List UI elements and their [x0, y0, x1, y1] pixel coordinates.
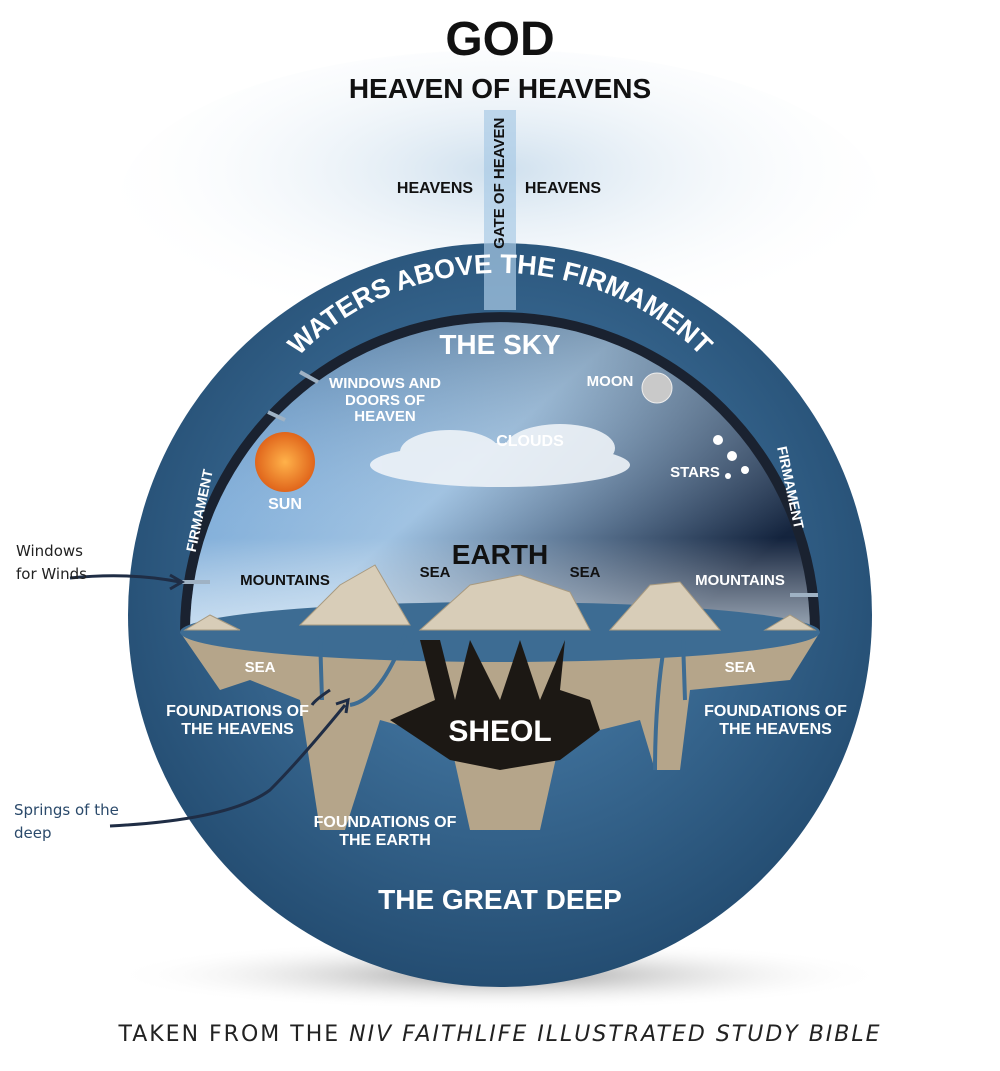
heavens-left-label: HEAVENS [396, 180, 474, 197]
clouds-label: CLOUDS [496, 433, 564, 450]
sun-icon [255, 432, 315, 492]
sky-label: THE SKY [439, 329, 561, 360]
springs-of-deep-annotation: Springs of the deep [14, 801, 119, 842]
windows-for-winds-annotation: Windows for Winds [16, 542, 87, 583]
sea-left-label: SEA [419, 564, 451, 581]
sea-right-label: SEA [569, 564, 601, 581]
mountains [183, 564, 817, 631]
heavens-right-label: HEAVENS [524, 180, 602, 197]
mountains-right-label: MOUNTAINS [695, 572, 785, 589]
windows-doors-label: WINDOWS AND DOORS OF HEAVEN [329, 375, 441, 425]
stars-label: STARS [670, 464, 720, 481]
foundations-earth-label: FOUNDATIONS OF THE EARTH [313, 814, 457, 849]
firmament-windows [182, 370, 818, 597]
clouds-icon [370, 424, 630, 487]
sheol-cavern [390, 640, 600, 770]
foundations-heavens-right-label: FOUNDATIONS OF THE HEAVENS [704, 703, 847, 738]
caption-source: NIV FAITHLIFE ILLUSTRATED STUDY BIBLE [349, 1022, 882, 1047]
sea-outer-right-label: SEA [724, 659, 756, 676]
annotation-arrows [69, 573, 350, 828]
great-deep-label: THE GREAT DEEP [378, 884, 622, 915]
foundations-heavens-left-label: FOUNDATIONS OF THE HEAVENS [166, 703, 309, 738]
gate-of-heaven-label: GATE OF HEAVEN [490, 117, 508, 249]
heaven-of-heavens-label: HEAVEN OF HEAVENS [348, 73, 652, 104]
earth-label: EARTH [451, 539, 549, 570]
sun-label: SUN [268, 496, 302, 513]
god-title: GOD [445, 13, 555, 66]
sheol-label: SHEOL [448, 715, 552, 748]
stars-icon [713, 435, 749, 479]
moon-label: MOON [586, 373, 634, 390]
moon-icon [641, 372, 673, 404]
springs-of-deep [318, 634, 687, 771]
gate-of-heaven-beam [484, 110, 516, 310]
mountains-left-label: MOUNTAINS [240, 572, 330, 589]
sea-outer-left-label: SEA [244, 659, 276, 676]
source-caption: TAKEN FROM THE NIV FAITHLIFE ILLUSTRATED… [0, 1022, 1000, 1047]
caption-prefix: TAKEN FROM THE [118, 1022, 341, 1047]
